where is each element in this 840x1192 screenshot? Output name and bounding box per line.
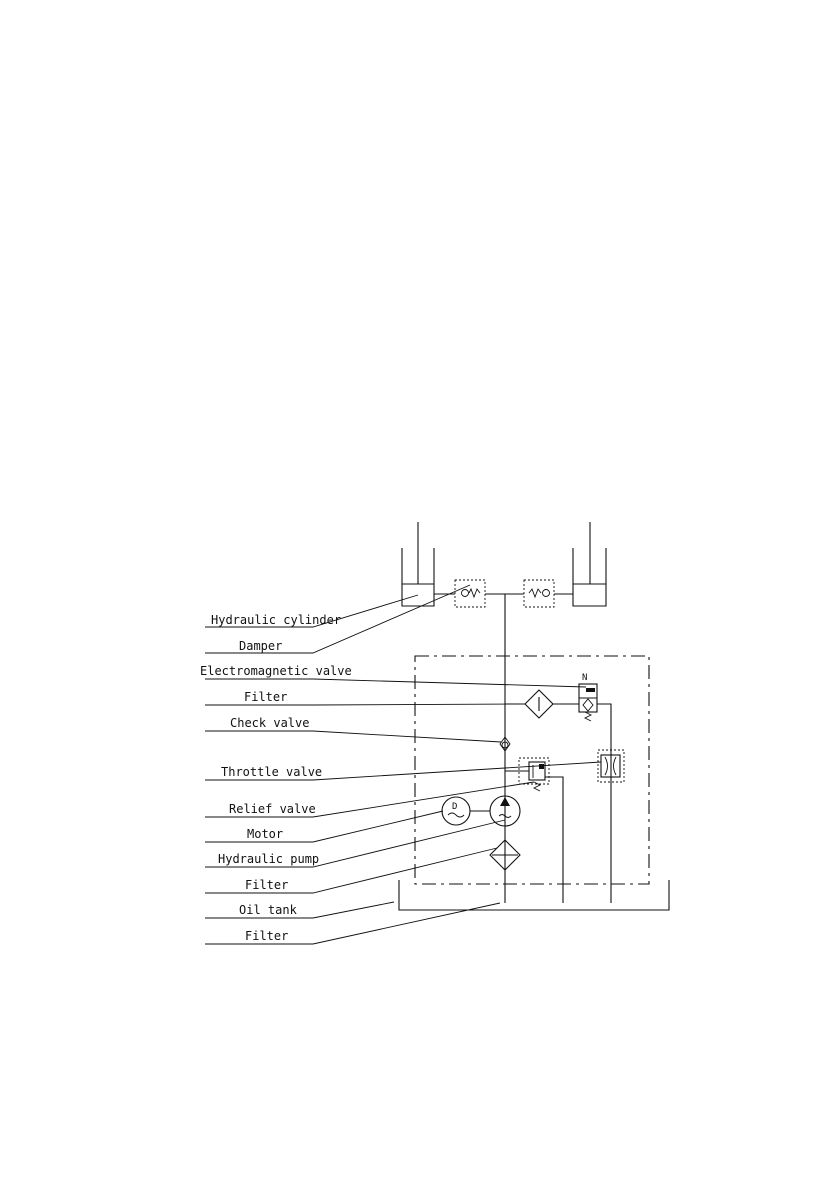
return-line-valve [597,704,611,903]
label-hydraulic-cylinder: Hydraulic cylinder [211,613,341,627]
label-damper: Damper [239,639,282,653]
label-motor: Motor [247,827,283,841]
label-oil-tank: Oil tank [239,903,298,917]
left-damper [455,580,485,607]
label-relief-valve: Relief valve [229,802,316,816]
label-throttle-valve: Throttle valve [221,765,322,779]
relief-valve [519,758,549,791]
label-electromagnetic-valve: Electromagnetic valve [200,664,352,678]
electromagnetic-valve: N [579,673,597,721]
label-filter-tank: Filter [245,929,288,943]
label-check-valve: Check valve [230,716,309,730]
motor: D [442,797,470,825]
label-hydraulic-pump: Hydraulic pump [218,852,319,866]
right-damper [524,580,554,607]
right-hydraulic-cylinder [573,522,606,606]
label-filter-upper: Filter [244,690,287,704]
motor-symbol: D [452,802,457,812]
svg-text:N: N [582,673,587,683]
filter-upper [525,690,553,718]
left-hydraulic-cylinder [402,522,434,606]
label-filter-lower: Filter [245,878,288,892]
